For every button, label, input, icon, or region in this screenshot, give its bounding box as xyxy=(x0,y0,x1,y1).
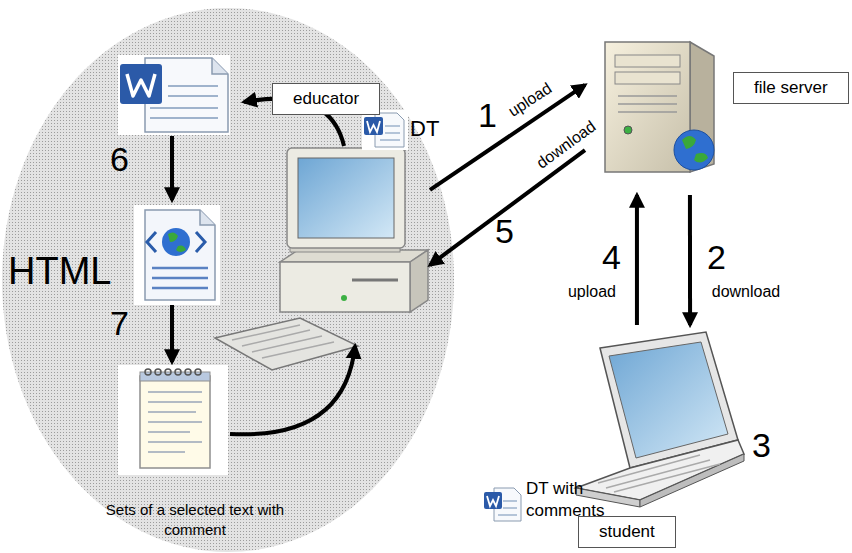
step-number: 4 xyxy=(602,240,621,276)
machine-label: educator xyxy=(272,83,380,115)
file-server xyxy=(605,42,714,172)
word-file-small-icon xyxy=(482,486,524,524)
flow-arrow xyxy=(230,346,355,434)
machine-label: student xyxy=(578,516,676,548)
format-label: HTML xyxy=(8,252,111,292)
transfer-label: download xyxy=(533,118,599,172)
transfer-arrow xyxy=(635,195,639,325)
transfer-label: upload xyxy=(505,80,555,121)
word-document-icon xyxy=(118,55,230,135)
machine-node: file server xyxy=(585,40,850,195)
step-number: 7 xyxy=(110,306,129,342)
transfer-arrow xyxy=(430,150,585,265)
caption-note: Sets of a selected text with comment xyxy=(100,500,290,539)
step-number: 3 xyxy=(752,428,771,464)
word-file-small-icon xyxy=(362,110,408,150)
machine-node: educator xyxy=(215,80,430,370)
step-number: 2 xyxy=(707,240,726,276)
machine-label: file server xyxy=(733,72,849,104)
step-number: 5 xyxy=(495,214,514,250)
file-name: DT with comments xyxy=(526,478,636,522)
html-file-icon xyxy=(134,205,220,305)
file-name: DT xyxy=(410,117,439,140)
text-file-icon xyxy=(118,365,228,475)
transfer-label: download xyxy=(712,283,781,301)
transfer-label: upload xyxy=(568,283,616,301)
desktop-computer xyxy=(215,148,428,370)
step-number: 6 xyxy=(110,142,129,178)
flow-arrow xyxy=(170,136,174,200)
flow-arrow xyxy=(170,305,174,362)
step-number: 1 xyxy=(478,98,497,134)
transfer-arrow xyxy=(688,195,692,325)
educator-region xyxy=(2,8,454,552)
student-laptop xyxy=(576,332,744,507)
